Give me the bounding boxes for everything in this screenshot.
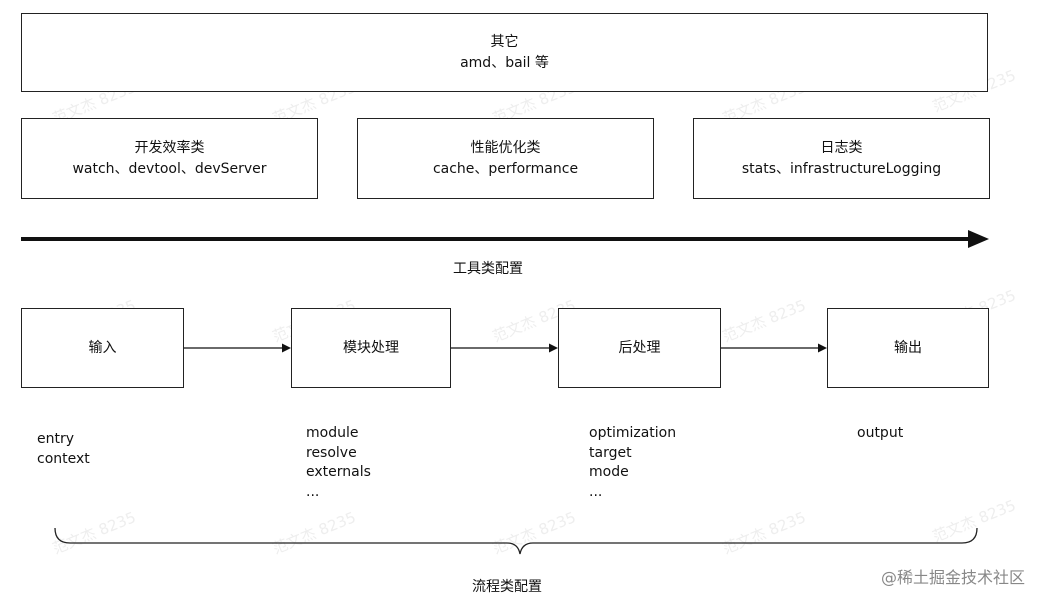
- flow-arrowhead-2: [549, 343, 558, 353]
- logging-title: 日志类: [820, 139, 863, 156]
- flow-box-input-label: 输入: [88, 339, 117, 356]
- input-config-list: entry context: [37, 430, 90, 469]
- brand-watermark: @稀土掘金技术社区: [880, 568, 1025, 587]
- flow-box-output-label: 输出: [894, 339, 922, 356]
- config-item: ...: [306, 483, 320, 500]
- flow-box-module: 模块处理: [291, 308, 451, 388]
- module-config-list: module resolve externals ...: [306, 424, 371, 502]
- output-config-list: output: [857, 424, 903, 444]
- flow-config-label: 流程类配置: [472, 579, 542, 595]
- config-item: optimization: [589, 425, 677, 441]
- config-item: output: [857, 425, 904, 441]
- flow-arrowhead-3: [818, 343, 827, 353]
- flow-box-postprocess-label: 后处理: [618, 339, 661, 356]
- tool-config-label: 工具类配置: [453, 261, 523, 277]
- config-item: context: [37, 450, 90, 467]
- flow-box-input: 输入: [21, 308, 184, 388]
- config-item: ...: [589, 483, 603, 500]
- logging-items: stats、infrastructureLogging: [741, 160, 942, 177]
- flow-box-postprocess: 后处理: [558, 308, 721, 388]
- tool-axis-arrowhead: [968, 230, 989, 248]
- postprocess-config-list: optimization target mode ...: [589, 424, 676, 502]
- performance-box: 性能优化类 cache、performance: [357, 118, 654, 199]
- dev-efficiency-items: watch、devtool、devServer: [72, 160, 267, 177]
- config-item: mode: [589, 464, 629, 480]
- other-config-items: amd、bail 等: [460, 54, 549, 71]
- performance-items: cache、performance: [432, 160, 579, 177]
- logging-box: 日志类 stats、infrastructureLogging: [693, 118, 990, 199]
- flow-arrowhead-1: [282, 343, 291, 353]
- dev-efficiency-box: 开发效率类 watch、devtool、devServer: [21, 118, 318, 199]
- dev-efficiency-title: 开发效率类: [134, 139, 205, 156]
- config-item: resolve: [306, 444, 357, 461]
- config-item: externals: [306, 464, 371, 480]
- other-config-title: 其它: [490, 33, 519, 50]
- performance-title: 性能优化类: [470, 139, 541, 156]
- config-item: entry: [37, 431, 75, 447]
- config-item: target: [589, 444, 632, 461]
- other-config-box: 其它 amd、bail 等: [21, 13, 988, 92]
- config-item: module: [306, 425, 359, 441]
- flow-brace: [54, 527, 978, 555]
- flow-box-output: 输出: [827, 308, 989, 388]
- flow-box-module-label: 模块处理: [343, 339, 399, 356]
